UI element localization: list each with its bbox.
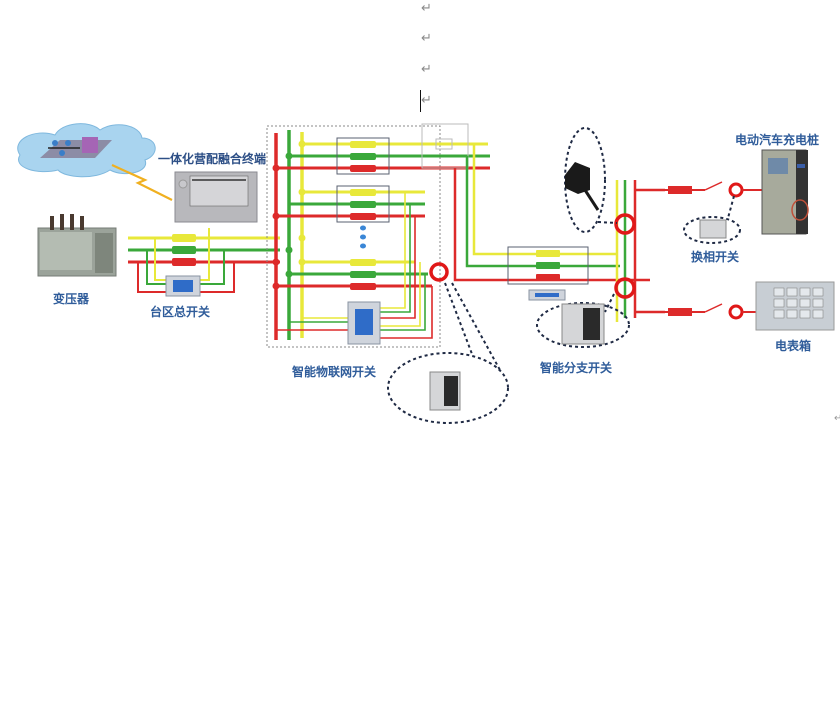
iot-switch-breaker-3[interactable] bbox=[350, 259, 376, 290]
incoming-phase-lines bbox=[128, 236, 280, 264]
meter-box-feeder bbox=[665, 303, 756, 320]
iot-breaker-device-image bbox=[429, 371, 461, 411]
paragraph-mark: ↵ bbox=[421, 62, 432, 77]
label-iot-switch: 智能物联网开关 bbox=[292, 365, 377, 379]
transformer-device[interactable] bbox=[37, 214, 117, 277]
iot-switch-cabinet-border bbox=[266, 125, 441, 348]
fusion-terminal-device[interactable] bbox=[174, 171, 258, 223]
cloud-icon bbox=[17, 123, 156, 178]
area-main-switch-wires bbox=[137, 228, 235, 293]
label-area-main-switch: 台区总开关 bbox=[150, 305, 211, 319]
branch-switch-box[interactable] bbox=[507, 246, 589, 301]
paragraph-mark: ↵ bbox=[421, 31, 432, 46]
iot-switch-control-wires bbox=[276, 192, 433, 339]
paragraph-mark: ↵ bbox=[421, 93, 432, 108]
iot-breaker-callout bbox=[387, 282, 509, 424]
area-main-switch-device[interactable] bbox=[165, 275, 201, 297]
iot-switch-busbars bbox=[274, 130, 304, 340]
label-fusion-terminal: 一体化营配融合终端 bbox=[158, 152, 267, 166]
iot-switch-junctions bbox=[272, 140, 306, 290]
branch-switch-callout bbox=[536, 293, 630, 348]
ct-ring-lower bbox=[614, 277, 636, 299]
paragraph-mark: ↵ bbox=[834, 413, 840, 424]
area-main-switch-fuses bbox=[172, 234, 196, 266]
branch-switch-device-image bbox=[561, 303, 605, 345]
ev-charger-feeder bbox=[665, 181, 762, 198]
phase-swap-device-image bbox=[699, 219, 727, 239]
ct-sensor-callout bbox=[564, 127, 618, 233]
label-ev-charger: 电动汽车充电桩 bbox=[735, 133, 820, 147]
meter-box-device[interactable] bbox=[755, 281, 835, 331]
ct-ring-iot-output bbox=[429, 262, 449, 282]
text-cursor bbox=[420, 90, 421, 112]
label-transformer: 变压器 bbox=[53, 292, 90, 306]
wireless-link-icon bbox=[111, 163, 173, 201]
paragraph-mark: ↵ bbox=[421, 1, 432, 16]
iot-switch-feeder-lines bbox=[276, 142, 490, 288]
iot-switch-breaker-2[interactable] bbox=[336, 185, 390, 223]
branch-vertical-bus bbox=[615, 180, 665, 322]
iot-switch-controller-device[interactable] bbox=[347, 301, 381, 345]
anchor-marker bbox=[421, 123, 469, 169]
ellipsis-dots-icon bbox=[360, 225, 366, 249]
right-feeder-lines bbox=[453, 144, 650, 282]
iot-switch-breaker-1[interactable] bbox=[336, 137, 390, 175]
ct-sensor-icon bbox=[565, 162, 600, 211]
phase-swap-callout bbox=[683, 195, 741, 244]
label-branch-switch: 智能分支开关 bbox=[540, 361, 613, 375]
label-phase-swap-switch: 换相开关 bbox=[691, 250, 740, 264]
ct-ring-upper bbox=[614, 213, 636, 235]
label-meter-box: 电表箱 bbox=[775, 339, 812, 353]
ev-charging-pile-device[interactable] bbox=[761, 149, 809, 235]
